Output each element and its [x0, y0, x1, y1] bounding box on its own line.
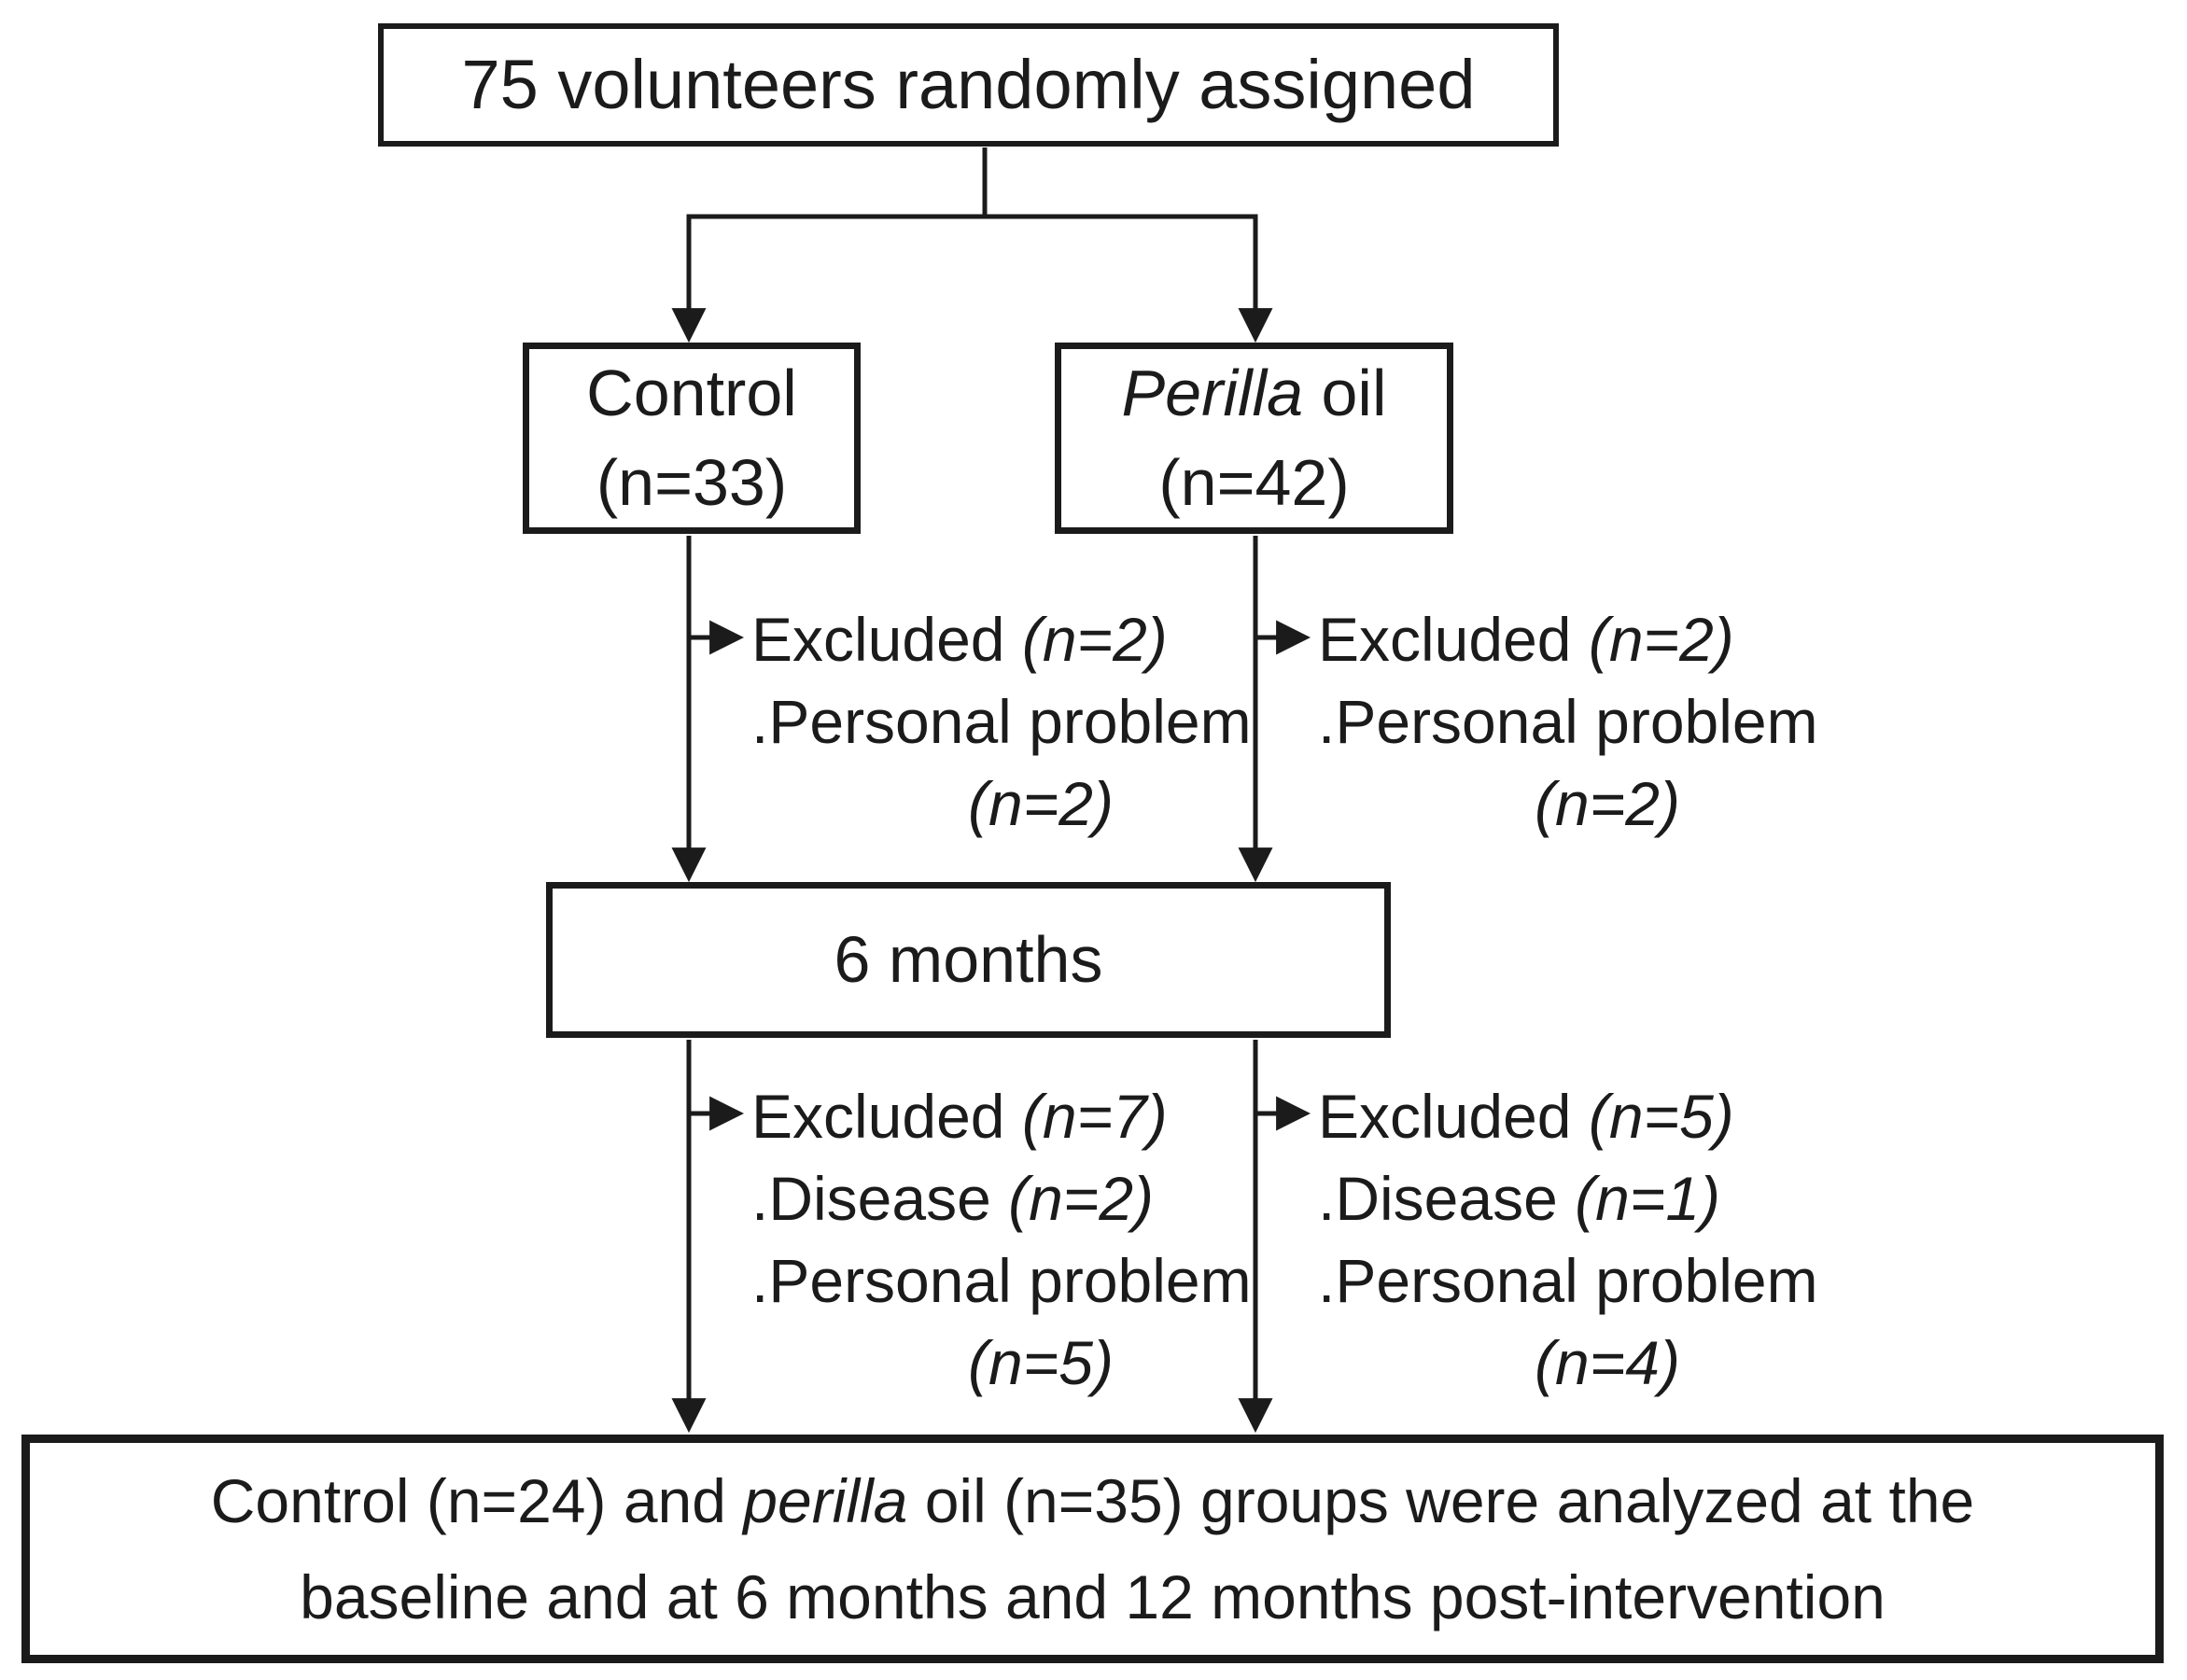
note-line-reason-personal: .Personal problem	[1318, 1246, 1818, 1315]
note-line-count: (n=4)	[1535, 1328, 1680, 1397]
box-randomized: 75 volunteers randomly assigned	[378, 23, 1559, 147]
note-line-count: (n=5)	[968, 1328, 1114, 1397]
box-perilla-label: Perilla oil	[1121, 357, 1387, 430]
note-excluded-control-stage1: Excluded (n=2) .Personal problem (n=2)	[751, 598, 1330, 845]
box-control-count: (n=33)	[596, 445, 788, 519]
note-excluded-perilla-stage2: Excluded (n=5) .Disease (n=1) .Personal …	[1318, 1075, 1897, 1404]
note-excluded-perilla-stage1: Excluded (n=2) .Personal problem (n=2)	[1318, 598, 1897, 845]
note-line-excluded: Excluded (n=5)	[1318, 1082, 1734, 1151]
note-line-reason-disease: .Disease (n=2)	[751, 1164, 1155, 1233]
note-line-excluded: Excluded (n=7)	[751, 1082, 1168, 1151]
box-six-months-text: 6 months	[834, 922, 1103, 996]
note-line-excluded: Excluded (n=2)	[1318, 605, 1734, 674]
box-control-label: Control	[586, 357, 797, 430]
note-line-count: (n=2)	[1535, 769, 1680, 838]
box-final-text-line2: baseline and at 6 months and 12 months p…	[300, 1561, 1886, 1631]
box-perilla-oil-group: Perilla oil (n=42)	[1055, 343, 1453, 534]
box-final-analysis: Control (n=24) and perilla oil (n=35) gr…	[21, 1435, 2164, 1663]
note-excluded-control-stage2: Excluded (n=7) .Disease (n=2) .Personal …	[751, 1075, 1330, 1404]
box-randomized-text: 75 volunteers randomly assigned	[461, 45, 1476, 123]
connector-branch-right	[689, 214, 1273, 343]
connector-branch-left	[671, 214, 1255, 343]
box-final-text-line1: Control (n=24) and perilla oil (n=35) gr…	[210, 1466, 1975, 1536]
box-perilla-count: (n=42)	[1158, 445, 1350, 519]
note-line-reason-disease: .Disease (n=1)	[1318, 1164, 1721, 1233]
note-line-excluded: Excluded (n=2)	[751, 605, 1168, 674]
note-line-reason-personal: .Personal problem	[751, 1246, 1252, 1315]
note-line-reason: .Personal problem	[751, 687, 1252, 756]
box-six-months: 6 months	[546, 882, 1391, 1038]
note-line-reason: .Personal problem	[1318, 687, 1818, 756]
box-control-group: Control (n=33)	[523, 343, 861, 534]
note-line-count: (n=2)	[968, 769, 1114, 838]
